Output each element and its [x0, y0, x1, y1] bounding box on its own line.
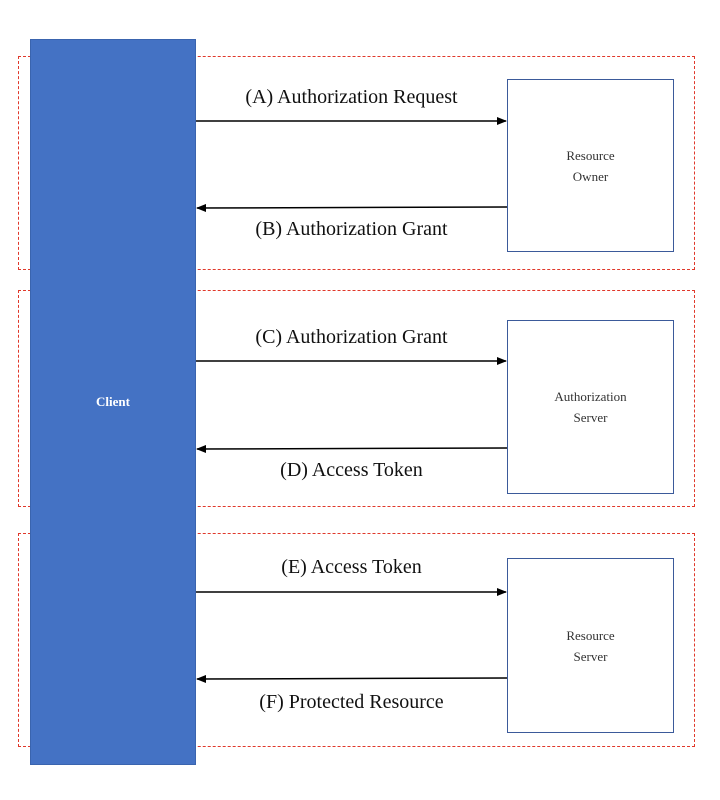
resource-server-box: Resource Server [507, 558, 674, 733]
flow-group-resource-owner [18, 56, 695, 270]
message-a-label: (A) Authorization Request [245, 86, 458, 108]
arrow-b-authorization-grant [196, 203, 508, 212]
authorization-server-box: Authorization Server [507, 320, 674, 494]
message-e-label: (E) Access Token [281, 556, 422, 578]
resource-owner-label: Resource Owner [566, 147, 615, 184]
arrow-f-protected-resource [196, 674, 508, 683]
client-label: Client [96, 394, 130, 409]
message-f-label: (F) Protected Resource [259, 691, 444, 713]
message-d-label: (D) Access Token [280, 459, 423, 481]
flow-group-authorization-server [18, 290, 695, 507]
message-c-label: (C) Authorization Grant [255, 326, 448, 348]
authorization-server-label: Authorization Server [554, 389, 627, 425]
client-box: Client [30, 39, 196, 765]
flow-group-resource-server [18, 533, 695, 747]
message-b-label: (B) Authorization Grant [255, 218, 448, 240]
resource-owner-box: Resource Owner [507, 79, 674, 252]
resource-server-label: Resource Server [566, 627, 615, 664]
arrow-d-access-token [196, 444, 508, 453]
